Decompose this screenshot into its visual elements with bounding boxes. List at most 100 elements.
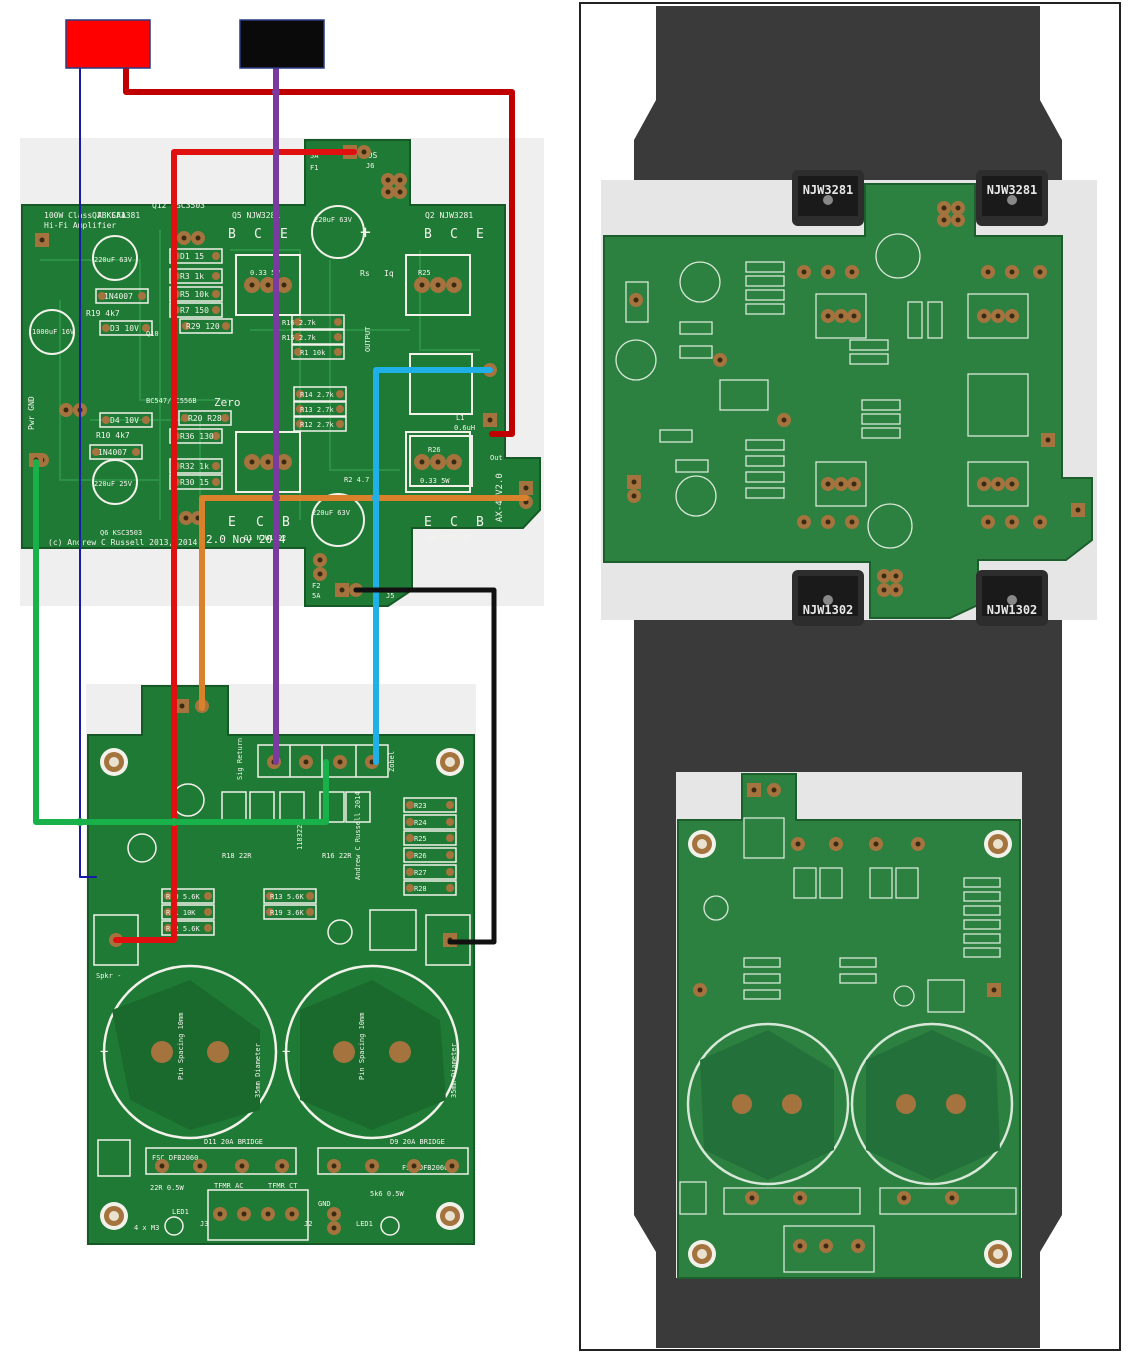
psu-code: 1183227 <box>296 820 304 850</box>
wire-green-pwrgnd <box>33 459 329 825</box>
q5-label: Q5 NJW3281 <box>232 211 280 220</box>
amp-version: 2.0 Nov 2014 <box>206 533 286 546</box>
svg-text:+: + <box>282 1044 290 1060</box>
right-psu-board <box>677 773 1021 1279</box>
q1-label: Q1 NJW1302 <box>244 534 286 542</box>
gnd-label: GND <box>318 1200 331 1208</box>
transistor-top-left-label: NJW3281 <box>803 183 854 197</box>
cap-1000uf <box>29 309 75 355</box>
psu-r11: R11 10K <box>166 909 196 917</box>
right-amp-board <box>603 183 1093 619</box>
psu-r19: R19 3.6K <box>270 909 305 917</box>
cap-q7-label: 220uF 63V <box>94 256 133 264</box>
r26-label: R26 <box>428 446 441 454</box>
bce-q2-c: C <box>450 227 458 242</box>
cap-c5-label: 220uF 25V <box>94 480 133 488</box>
svg-text:+: + <box>360 222 371 243</box>
r-033-bottom: 0.33 5W <box>420 477 450 485</box>
psu-r23: R23 <box>414 802 427 810</box>
diode-d3: D3 10V <box>110 324 139 333</box>
cap-right-diameter: 35mm Diameter <box>450 1043 458 1098</box>
psu-r10: R10 5.6K <box>166 893 201 901</box>
amp-header-line1: 100W Class AB CFA <box>44 211 126 220</box>
r25-label: R25 <box>418 269 431 277</box>
cap-1000uf-label: 1000uF 16V <box>32 328 75 336</box>
l1-label: L1 <box>456 414 464 422</box>
r-r15: R15 2.7k <box>282 334 317 342</box>
svg-text:+: + <box>100 1044 108 1060</box>
r-r12: R12 2.7k <box>300 421 335 429</box>
amp-diodes: 1N4007 D3 10V D4 10V 1N4007 R19 4k7 R10 … <box>86 288 153 460</box>
psu-r16: R16 22R <box>322 852 352 860</box>
fuse1-label: F1 <box>310 164 318 172</box>
l1-value: 0.6uH <box>454 424 475 432</box>
tfmr-ac-label: TFMR AC <box>214 1182 244 1190</box>
right-psu-pads <box>693 783 1001 1253</box>
reservoir-cap-right: + 35mm Diameter Pin Spacing 10mm <box>282 964 460 1140</box>
amp-credit: (c) Andrew C Russell 2013, 2014 <box>48 538 197 547</box>
cap-main-bottom-label: 220uF 63V <box>312 509 351 517</box>
ecb-q1-c: C <box>256 515 264 530</box>
amp-board <box>21 139 541 607</box>
r-r5: R5 10k <box>180 290 209 299</box>
r-r36: R36 130 <box>180 432 214 441</box>
zero-label: Zero <box>214 396 241 409</box>
r-22-label: 22R 0.5W <box>150 1184 185 1192</box>
r-5k6-label: 5k6 0.5W <box>370 1190 405 1198</box>
cap-c5 <box>92 459 138 505</box>
fuse2-rating: 5A <box>312 592 321 600</box>
r-r3: R3 1k <box>180 272 204 281</box>
psu-r18: R18 22R <box>222 852 252 860</box>
fuse2-label: F2 <box>312 582 320 590</box>
r-r29: R29 120 <box>186 322 220 331</box>
amp-resistor-column-mid: R16 2.7k R15 2.7k R1 10k R14 2.7k R13 2.… <box>282 314 347 432</box>
cap-left-spacing: Pin Spacing 10mm <box>177 1013 185 1080</box>
ecb-q1-e: E <box>228 515 236 530</box>
bridge-outlines <box>145 1147 469 1241</box>
r-033-top: 0.33 5W <box>250 269 280 277</box>
diode-d2: 1N4007 <box>98 448 127 457</box>
q4-label: Q4 NJW1302 <box>428 534 470 542</box>
r-r14: R14 2.7k <box>300 391 335 399</box>
j3-label: J3 <box>200 1220 208 1228</box>
tfmr-ct-label: TFMR CT <box>268 1182 298 1190</box>
right-amp-silk <box>615 233 1029 549</box>
bce-q5-e: E <box>280 227 288 242</box>
mount-label: 4 x M3 <box>134 1224 159 1232</box>
right-psu-silk <box>679 817 1017 1273</box>
bridge2-label: FSC DFB2060 <box>402 1164 448 1172</box>
cap-q7 <box>92 235 138 281</box>
ecb-q4-e: E <box>424 515 432 530</box>
wire-navy-signal <box>79 43 97 878</box>
bce-q2-e: E <box>476 227 484 242</box>
output-label: OUTPUT <box>364 326 372 352</box>
wire-blue-output <box>373 367 493 765</box>
transistor-bottom-left-label: NJW1302 <box>803 603 854 617</box>
cap-right-spacing: Pin Spacing 10mm <box>358 1013 366 1080</box>
psu-r27: R27 <box>414 869 427 877</box>
psu-r12: R12 5.6K <box>166 925 201 933</box>
out-label: Out <box>490 454 503 462</box>
transistor-bottom-left: NJW1302 <box>792 570 864 626</box>
r10-label: R10 4k7 <box>96 431 130 440</box>
r-d1: D1 15 <box>180 252 204 261</box>
j2-label: J2 <box>304 1220 312 1228</box>
pwr-gnd-label: Pwr GND <box>27 396 36 430</box>
psu-resistor-column: R23 R24 R25 R26 R27 R28 <box>403 797 457 896</box>
j6-label: J6 <box>366 162 374 170</box>
j5-label: J5 <box>386 592 394 600</box>
bridge1-rating: D11 20A BRIDGE <box>204 1138 263 1146</box>
psu-credit: Andrew C Russell 2014 <box>354 791 362 880</box>
psu-r13: R13 5.6K <box>270 893 305 901</box>
psu-r26: R26 <box>414 852 427 860</box>
q6-label: Q6 KSC3503 <box>100 529 142 537</box>
psu-r24: R24 <box>414 819 427 827</box>
zobel-label: Zobel <box>388 751 396 772</box>
r-r13: R13 2.7k <box>300 406 335 414</box>
q10-label: Q10 <box>146 330 159 338</box>
r2-label: R2 4.7 <box>344 476 369 484</box>
r-r30: R30 15 <box>180 478 209 487</box>
diode-d4: D4 10V <box>110 416 139 425</box>
transistor-bottom-right-label: NJW1302 <box>987 603 1038 617</box>
